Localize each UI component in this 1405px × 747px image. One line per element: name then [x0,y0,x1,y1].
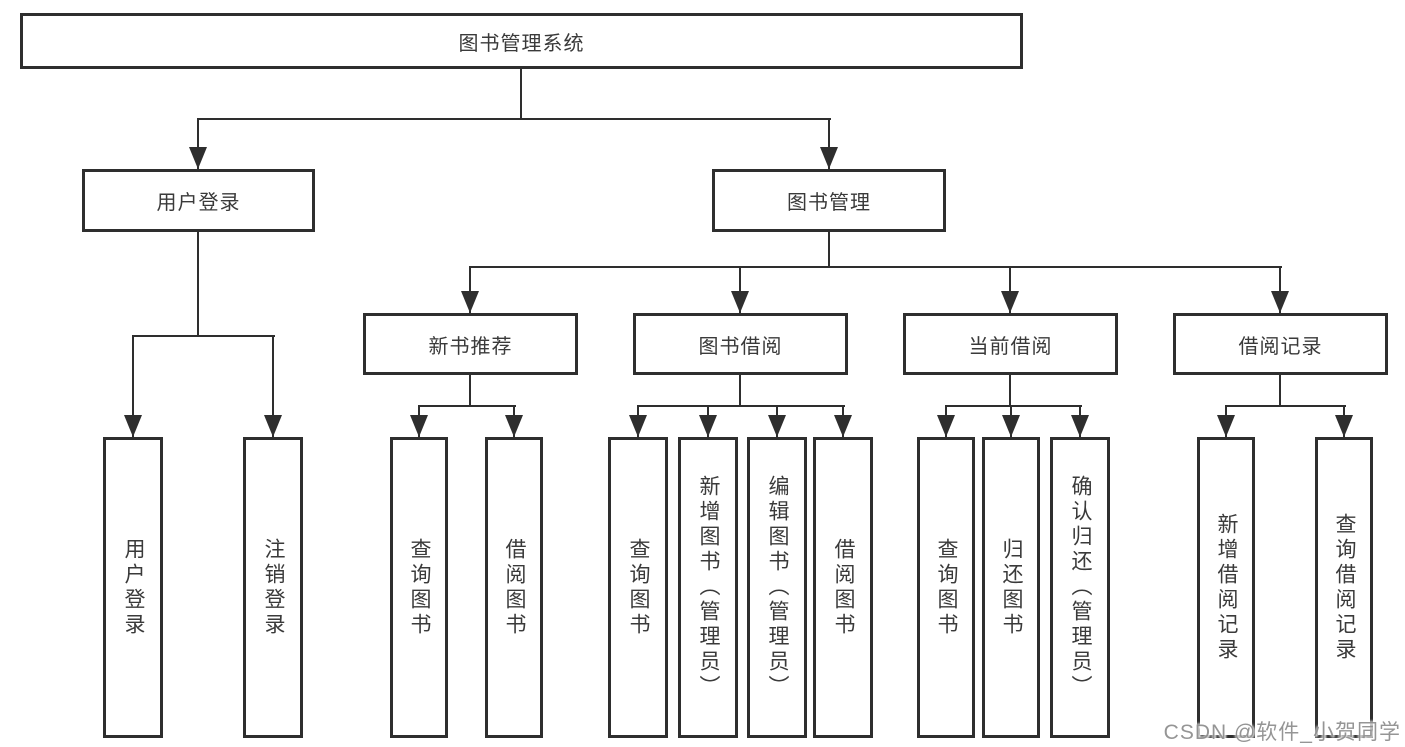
connector-vline [739,266,741,313]
arrowhead-down-icon [410,415,428,437]
connector-hline [132,335,275,337]
leaf-label: 新增图书（管理员） [697,475,720,700]
arrowhead-down-icon [1001,291,1019,313]
arrowhead-down-icon [834,415,852,437]
node-book-borrow: 图书借阅 [633,313,848,375]
arrowhead-down-icon [768,415,786,437]
leaf-cb-return-books: 归还图书 [982,437,1040,738]
arrowhead-down-icon [189,147,207,169]
arrowhead-down-icon [124,415,142,437]
connector-vline [828,231,830,268]
connector-hline [469,266,1282,268]
leaf-label: 确认归还（管理员） [1069,475,1092,700]
leaf-logout: 注销登录 [243,437,303,738]
connector-vline [469,374,471,407]
arrowhead-down-icon [937,415,955,437]
leaf-label: 归还图书 [1000,537,1023,638]
connector-hline [637,405,845,407]
leaf-label: 查询图书 [408,537,431,638]
arrowhead-down-icon [820,147,838,169]
node-book-management: 图书管理 [712,169,946,232]
connector-vline [828,118,830,169]
leaf-cb-confirm-return-admin: 确认归还（管理员） [1050,437,1110,738]
leaf-label: 注销登录 [262,537,285,638]
connector-vline [469,266,471,313]
connector-vline [272,335,274,437]
leaf-label: 查询借阅记录 [1333,512,1356,663]
leaf-label: 借阅图书 [832,537,855,638]
arrowhead-down-icon [1217,415,1235,437]
connector-vline [739,374,741,407]
leaf-br-query-record: 查询借阅记录 [1315,437,1373,738]
connector-vline [1279,266,1281,313]
node-current-borrow: 当前借阅 [903,313,1118,375]
node-new-book-recommend: 新书推荐 [363,313,578,375]
leaf-label: 用户登录 [122,537,145,638]
arrowhead-down-icon [264,415,282,437]
leaf-bb-borrow-books: 借阅图书 [813,437,873,738]
arrowhead-down-icon [461,291,479,313]
leaf-cb-query-books: 查询图书 [917,437,975,738]
watermark: CSDN @软件_小贺同学 [1163,721,1401,744]
leaf-label: 借阅图书 [503,537,526,638]
connector-hline [197,118,831,120]
leaf-label: 编辑图书（管理员） [766,475,789,700]
arrowhead-down-icon [1071,415,1089,437]
arrowhead-down-icon [731,291,749,313]
leaf-nb-query-books: 查询图书 [390,437,448,738]
node-user-login: 用户登录 [82,169,315,232]
arrowhead-down-icon [505,415,523,437]
connector-hline [945,405,1082,407]
leaf-label: 查询图书 [627,537,650,638]
connector-hline [418,405,516,407]
leaf-label: 新增借阅记录 [1215,512,1238,663]
leaf-br-add-record: 新增借阅记录 [1197,437,1255,738]
connector-vline [197,118,199,169]
leaf-user-login: 用户登录 [103,437,163,738]
leaf-label: 查询图书 [935,537,958,638]
arrowhead-down-icon [1002,415,1020,437]
node-root: 图书管理系统 [20,13,1023,69]
connector-hline [1225,405,1346,407]
leaf-bb-query-books: 查询图书 [608,437,668,738]
connector-vline [520,68,522,120]
arrowhead-down-icon [699,415,717,437]
arrowhead-down-icon [1271,291,1289,313]
arrowhead-down-icon [629,415,647,437]
connector-vline [1009,266,1011,313]
leaf-bb-edit-books-admin: 编辑图书（管理员） [747,437,807,738]
arrowhead-down-icon [1335,415,1353,437]
leaf-bb-add-books-admin: 新增图书（管理员） [678,437,738,738]
connector-vline [197,231,199,337]
connector-vline [1009,374,1011,407]
connector-vline [1279,374,1281,407]
node-borrow-records: 借阅记录 [1173,313,1388,375]
leaf-nb-borrow-books: 借阅图书 [485,437,543,738]
connector-vline [132,335,134,437]
